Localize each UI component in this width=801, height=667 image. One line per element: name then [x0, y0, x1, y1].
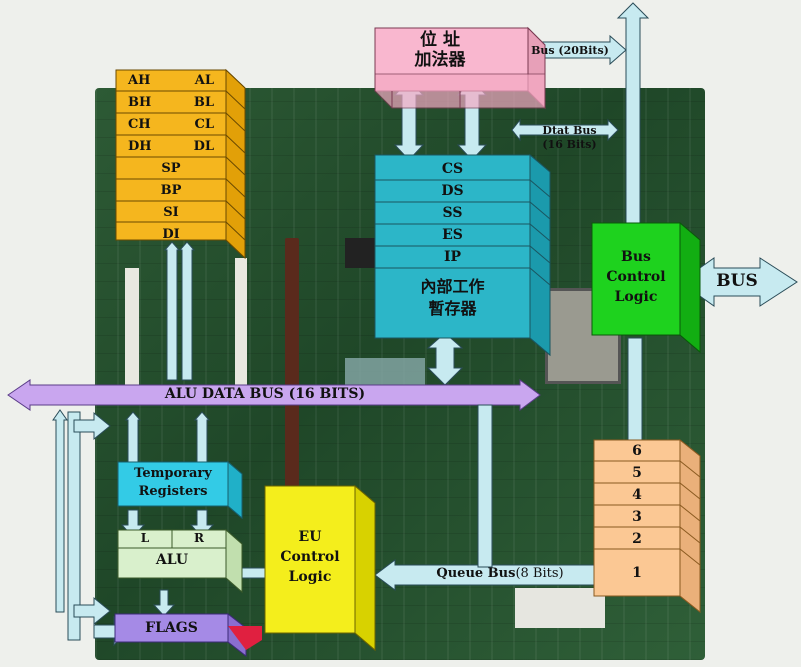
- segment-register-cs: CS: [375, 158, 530, 180]
- register-row: DH DL: [116, 136, 226, 158]
- address-adder-line1: 位 址: [385, 30, 495, 50]
- buscontrol-queue-connector: [628, 338, 642, 440]
- queue-bus-suffix: (8 Bits): [515, 566, 563, 581]
- register-row: CH CL: [116, 114, 226, 136]
- internal-temp-label: 內部工作 暫存器: [375, 276, 530, 320]
- register-bl: BL: [194, 92, 214, 114]
- bus-control-line2: Control: [592, 267, 680, 287]
- register-si: SI: [116, 202, 226, 224]
- address-adder-label: 位 址 加法器: [385, 30, 495, 70]
- bus-label: BUS: [712, 271, 762, 291]
- register-row: BH BL: [116, 92, 226, 114]
- pointer-registers: SPBPSIDI: [116, 158, 226, 246]
- queue-bus-main: Queue Bus: [436, 566, 515, 581]
- alubus-temp-arrow-b: [195, 412, 209, 462]
- eu-control-label: EU Control Logic: [265, 527, 355, 587]
- register-dh: DH: [128, 136, 152, 158]
- queue-slot-5: 5: [594, 462, 680, 484]
- left-vertical-arrow-a: [53, 410, 67, 612]
- register-ch: CH: [128, 114, 151, 136]
- register-ah: AH: [128, 70, 150, 92]
- register-di: DI: [116, 224, 226, 246]
- temp-registers-line2: Registers: [118, 483, 228, 501]
- register-dl: DL: [194, 136, 214, 158]
- queue-bus-label: Queue Bus(8 Bits): [410, 566, 590, 581]
- data-bus-line1: Dtat Bus: [522, 124, 617, 138]
- eu-control-line3: Logic: [265, 567, 355, 587]
- internal-temp-line2: 暫存器: [375, 298, 530, 320]
- regfile-alubus-arrow-b: [180, 242, 194, 380]
- alu-left-input: L: [118, 531, 172, 545]
- address-adder-line2: 加法器: [385, 50, 495, 70]
- queue-slot-3: 3: [594, 506, 680, 528]
- register-bh: BH: [128, 92, 151, 114]
- temp-registers-label: Temporary Registers: [118, 465, 228, 501]
- eu-control-line1: EU: [265, 527, 355, 547]
- internal-temp-line1: 內部工作: [375, 276, 530, 298]
- register-row: AH AL: [116, 70, 226, 92]
- register-sp: SP: [116, 158, 226, 180]
- bus-control-line3: Logic: [592, 287, 680, 307]
- temp-registers-line1: Temporary: [118, 465, 228, 483]
- segment-register-ds: DS: [375, 180, 530, 202]
- alu-flags-arrow: [154, 590, 174, 616]
- register-cl: CL: [195, 114, 215, 136]
- alu-data-bus-label: ALU DATA BUS (16 BITS): [100, 386, 430, 402]
- segment-registers: CSDSSSESIP: [375, 158, 530, 268]
- segment-register-ss: SS: [375, 202, 530, 224]
- eu-control-line2: Control: [265, 547, 355, 567]
- flags-label: FLAGS: [115, 620, 228, 636]
- data-bus-label: Dtat Bus (16 Bits): [522, 124, 617, 152]
- data-bus-line2: (16 Bits): [522, 138, 617, 152]
- register-al: AL: [195, 70, 214, 92]
- vertical-bus-arrow: [618, 3, 648, 225]
- alu-label: ALU: [118, 552, 226, 568]
- queue-slot-4: 4: [594, 484, 680, 506]
- instruction-queue: 654321: [594, 440, 680, 597]
- segment-register-es: ES: [375, 224, 530, 246]
- bus-control-line1: Bus: [592, 247, 680, 267]
- bus-20-label: Bus (20Bits): [530, 44, 610, 57]
- register-bp: BP: [116, 180, 226, 202]
- segment-register-ip: IP: [375, 246, 530, 268]
- queue-slot-1: 1: [594, 550, 680, 597]
- queue-slot-6: 6: [594, 440, 680, 462]
- queue-slot-2: 2: [594, 528, 680, 550]
- bus-control-label: Bus Control Logic: [592, 247, 680, 307]
- regfile-alubus-arrow-a: [165, 242, 179, 380]
- alubus-temp-arrow-a: [126, 412, 140, 462]
- general-registers: AH AL BH BL CH CL DH DL: [116, 70, 226, 158]
- alu-right-input: R: [172, 531, 226, 545]
- temp-to-alubus-arrow: [428, 333, 462, 385]
- queue-bus-connector: [478, 405, 492, 567]
